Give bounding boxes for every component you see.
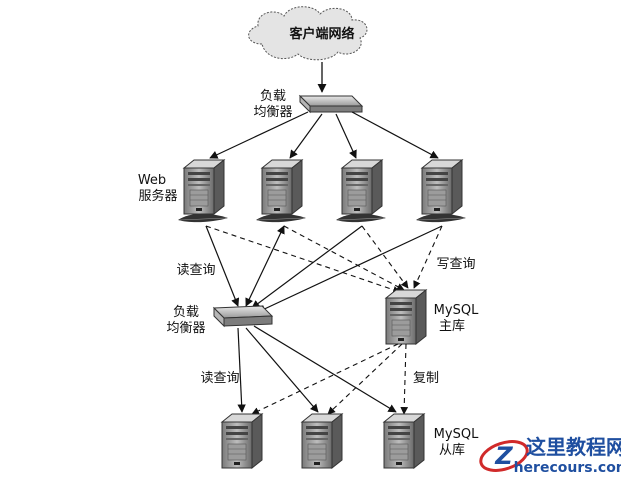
feather-icon bbox=[335, 213, 387, 223]
replication-lines bbox=[251, 343, 409, 415]
mysql-slave-label-line2: 从库 bbox=[439, 442, 465, 458]
mysql-slave-server bbox=[301, 413, 343, 469]
cloud-label: 客户端网络 bbox=[289, 26, 354, 42]
middle-lb-label-line2: 均衡器 bbox=[166, 321, 205, 336]
write-query-label: 写查询 bbox=[436, 257, 475, 272]
middle-lb-label-line1: 负载 bbox=[173, 305, 199, 320]
lb-to-slave-arrows bbox=[237, 325, 397, 413]
top-lb-label-line1: 负载 bbox=[260, 89, 286, 104]
watermark-url: herecours.com bbox=[514, 460, 621, 476]
watermark-logo: Z 这里教程网 herecours.com bbox=[479, 435, 621, 476]
feather-icon bbox=[415, 213, 467, 223]
mysql-slave-server bbox=[221, 413, 263, 469]
read-query-label-bottom: 读查询 bbox=[200, 371, 239, 386]
feather-icon bbox=[177, 213, 229, 223]
replicate-label: 复制 bbox=[413, 371, 439, 386]
mysql-master-label-line1: MySQL bbox=[434, 303, 479, 318]
web-server bbox=[421, 159, 463, 215]
watermark-title: 这里教程网 bbox=[526, 435, 621, 459]
feather-icon bbox=[255, 213, 307, 223]
mysql-slave-label-line1: MySQL bbox=[434, 427, 479, 442]
mysql-slave-servers bbox=[221, 413, 425, 469]
web-servers bbox=[177, 159, 467, 223]
mysql-slave-server bbox=[383, 413, 425, 469]
mysql-master-server bbox=[385, 289, 427, 345]
top-load-balancer bbox=[298, 94, 364, 114]
web-label-line2: 服务器 bbox=[138, 188, 177, 204]
web-label-line1: Web bbox=[138, 173, 166, 188]
web-server bbox=[183, 159, 225, 215]
web-server bbox=[261, 159, 303, 215]
web-server bbox=[341, 159, 383, 215]
mysql-master-label-line2: 主库 bbox=[439, 318, 465, 334]
read-query-label-left: 读查询 bbox=[176, 263, 215, 278]
read-query-lines bbox=[205, 225, 443, 313]
write-query-lines bbox=[205, 225, 443, 294]
middle-load-balancer bbox=[212, 305, 274, 328]
top-lb-label-line2: 均衡器 bbox=[253, 105, 292, 120]
svg-text:Z: Z bbox=[494, 442, 513, 470]
client-network-cloud: 客户端网络 bbox=[248, 6, 368, 61]
lb-to-web-arrows bbox=[209, 111, 439, 159]
